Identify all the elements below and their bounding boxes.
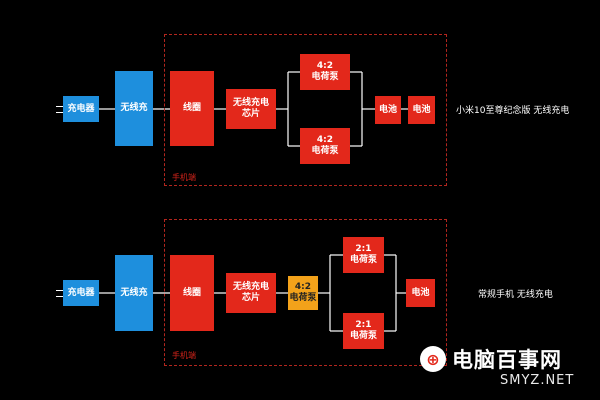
charger-box: 充电器	[63, 280, 99, 306]
battery-box: 电池	[406, 279, 435, 307]
battery-box-2: 电池	[408, 96, 435, 124]
charge-pump-upper-label: 4:2 电荷泵	[311, 61, 339, 82]
wireless-chip-box: 无线充电 芯片	[226, 89, 276, 129]
charge-pump-lower: 2:1 电荷泵	[343, 313, 384, 349]
charge-pump-upper: 4:2 电荷泵	[300, 54, 350, 90]
wireless-chip-box: 无线充电 芯片	[226, 273, 276, 313]
battery-label-2: 电池	[412, 104, 431, 115]
site-domain: SMYZ.NET	[500, 373, 575, 388]
wireless-pad-label: 无线充	[120, 287, 148, 298]
phone-side-frame-bottom	[164, 219, 447, 366]
charge-pump-upper: 2:1 电荷泵	[343, 237, 384, 273]
coil-box: 线圈	[170, 255, 214, 331]
coil-label: 线圈	[182, 287, 201, 298]
phone-side-frame-top	[164, 34, 447, 186]
battery-box-1: 电池	[375, 96, 401, 124]
charge-pump-lower-label: 2:1 电荷泵	[349, 320, 377, 341]
logo-icon: ⊕	[420, 346, 446, 372]
coil-label: 线圈	[182, 103, 201, 113]
wireless-chip-label: 无线充电 芯片	[232, 98, 269, 119]
charger-label: 充电器	[67, 103, 95, 114]
phone-side-label-bottom: 手机端	[172, 351, 196, 360]
charger-label: 充电器	[67, 287, 95, 298]
battery-label: 电池	[411, 287, 430, 298]
charge-pump-pre: 4:2 电荷泵	[288, 276, 318, 310]
plug-pin-icon	[56, 112, 63, 113]
diagram-description-top: 小米10至尊纪念版 无线充电	[456, 106, 570, 116]
wireless-pad-box: 无线充	[115, 71, 153, 146]
charge-pump-upper-label: 2:1 电荷泵	[349, 244, 377, 265]
diagram-description-bottom: 常规手机 无线充电	[478, 290, 553, 300]
site-logo: ⊕ 电脑百事网	[420, 344, 562, 374]
charge-pump-lower: 4:2 电荷泵	[300, 128, 350, 164]
plug-pin-icon	[56, 290, 63, 291]
charger-box: 充电器	[63, 96, 99, 122]
wireless-pad-box: 无线充	[115, 255, 153, 331]
charge-pump-lower-label: 4:2 电荷泵	[311, 135, 339, 156]
battery-label-1: 电池	[378, 104, 397, 115]
charge-pump-pre-label: 4:2 电荷泵	[289, 282, 317, 303]
wireless-chip-label: 无线充电 芯片	[232, 282, 269, 303]
coil-box: 线圈	[170, 71, 214, 146]
wireless-pad-label: 无线充	[120, 103, 148, 113]
phone-side-label-top: 手机端	[172, 173, 196, 182]
plug-pin-icon	[56, 296, 63, 297]
plug-pin-icon	[56, 106, 63, 107]
site-name: 电脑百事网	[452, 348, 562, 372]
